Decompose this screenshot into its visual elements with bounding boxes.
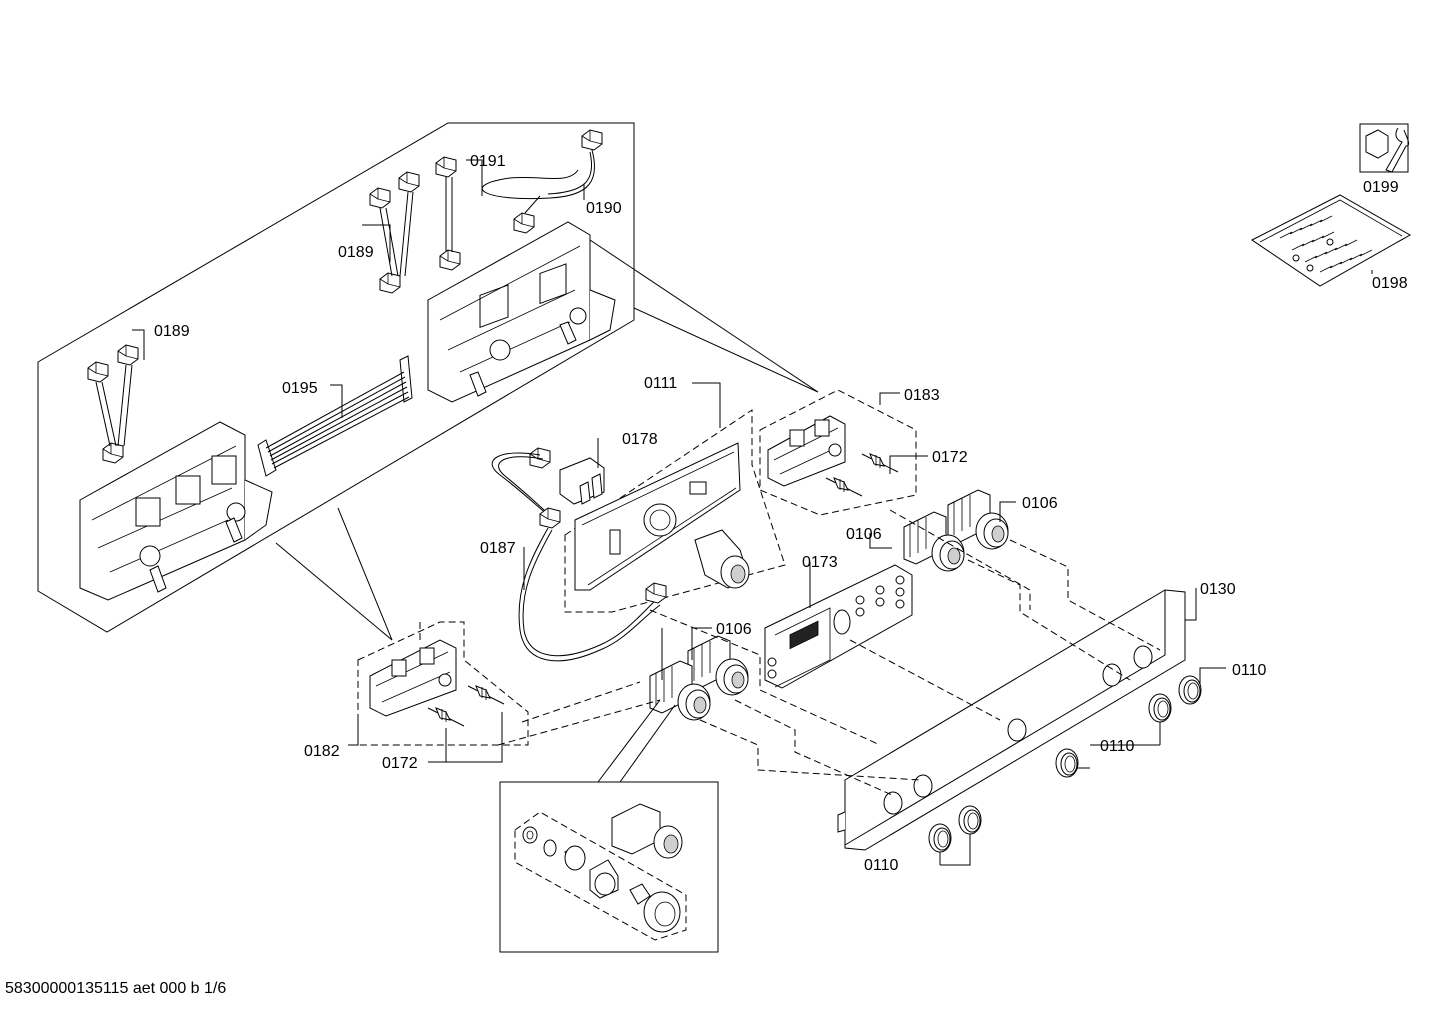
callout-0199: 0199	[1363, 179, 1399, 196]
front-panel-0130	[837, 589, 1186, 851]
wire-harness-0189-left	[87, 344, 139, 464]
callout-0183: 0183	[904, 387, 940, 404]
callout-0110-a: 0110	[1232, 662, 1267, 679]
callout-labels: 0191 0190 0189 0189 0195 0111 0178 0183 …	[154, 153, 1408, 874]
wire-harness-0191	[435, 156, 461, 271]
callout-0189-top: 0189	[338, 244, 374, 261]
callout-0182: 0182	[304, 743, 340, 760]
assembly-guide-lines	[419, 509, 1161, 796]
switch-0178	[559, 457, 605, 505]
ring-0110-d	[958, 805, 982, 835]
callout-0187: 0187	[480, 540, 516, 557]
ring-0110-a	[1178, 675, 1202, 705]
callout-0190: 0190	[586, 200, 622, 217]
document-id: 58300000135115 aet 000 b 1/6	[5, 980, 227, 997]
wrench-nut-icon	[1359, 123, 1410, 173]
callout-0178: 0178	[622, 431, 658, 448]
cable-0187	[491, 447, 667, 662]
knob-detail-inset	[499, 699, 719, 953]
callout-0110-c: 0110	[864, 857, 899, 874]
module-group-0183	[759, 389, 917, 516]
screw-bag-icon	[1251, 194, 1412, 287]
pcb-assembly-0111	[564, 409, 786, 613]
ring-0110-c	[1055, 748, 1079, 778]
callout-0189-left: 0189	[154, 323, 190, 340]
control-module-lower	[79, 421, 273, 601]
callout-0130: 0130	[1200, 581, 1236, 598]
callout-0110-b: 0110	[1100, 738, 1135, 755]
callout-0173: 0173	[802, 554, 838, 571]
callout-0195: 0195	[282, 380, 318, 397]
ribbon-cable-0195	[257, 355, 413, 477]
main-wiring-group	[37, 122, 819, 641]
callout-0172-upper: 0172	[932, 449, 968, 466]
wire-harness-0189-top	[369, 171, 420, 294]
callout-0198: 0198	[1372, 275, 1408, 292]
callout-0172-lower: 0172	[382, 755, 418, 772]
ring-0110-b	[1148, 693, 1172, 723]
callout-0106-b: 0106	[846, 526, 882, 543]
callout-0191: 0191	[470, 153, 506, 170]
callout-0106-a: 0106	[1022, 495, 1058, 512]
callout-0111: 0111	[644, 375, 677, 392]
leader-lines	[132, 159, 1373, 866]
ring-0110-e	[928, 823, 952, 853]
display-module-0173	[764, 564, 913, 689]
wire-harness-0190	[481, 129, 603, 234]
module-group-0182	[357, 621, 529, 746]
callout-0106-c: 0106	[716, 621, 752, 638]
control-module-upper	[427, 221, 616, 403]
